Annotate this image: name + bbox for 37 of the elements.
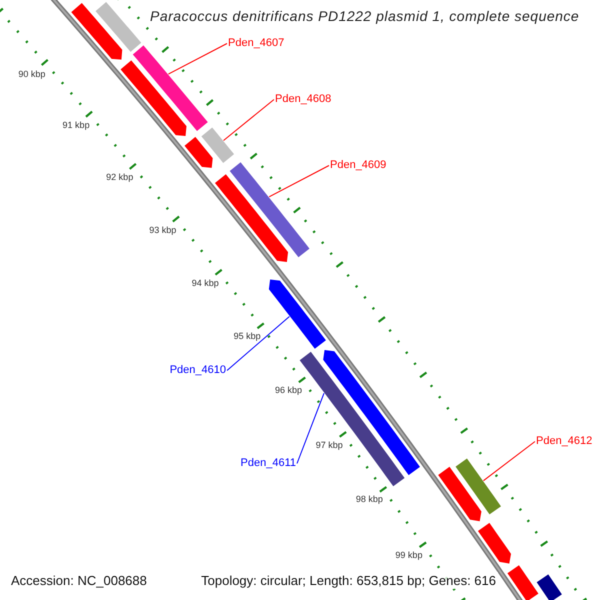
gene-segment	[201, 127, 234, 164]
footer-text: Topology: circular; Length: 653,815 bp; Genes: 616	[199, 572, 498, 589]
scale-label: 96 kbp	[274, 385, 302, 396]
leader-line	[168, 43, 228, 75]
gene-segment	[507, 565, 538, 600]
leader-line	[482, 441, 536, 482]
scale-label: 93 kbp	[149, 224, 176, 235]
gene-segment	[96, 2, 142, 52]
leader-line	[226, 316, 290, 371]
scale-label: 98 kbp	[356, 494, 383, 504]
gene-segment	[456, 458, 501, 514]
gene-label: Pden_4611	[240, 457, 296, 470]
gene-segment	[120, 60, 186, 136]
leader-line	[268, 165, 330, 198]
gene-segment	[184, 136, 213, 168]
scale-label: 92 kbp	[106, 172, 134, 182]
gene-segment	[230, 162, 310, 258]
gene-label: Pden_4608	[275, 93, 332, 106]
gene-segment	[536, 574, 562, 600]
gene-label: Pden_4609	[330, 159, 386, 172]
leader-line	[223, 99, 274, 141]
gene-segment	[268, 279, 326, 349]
gene-segment	[214, 174, 288, 262]
scale-label: 91 kbp	[62, 120, 90, 130]
scale-label: 97 kbp	[316, 440, 343, 450]
gene-label: Pden_4610	[170, 364, 226, 377]
scale-label: 90 kbp	[18, 68, 46, 79]
leader-line	[296, 392, 324, 464]
gene-segment	[478, 522, 512, 564]
gene-segment	[438, 466, 482, 522]
gene-segment	[132, 45, 208, 132]
scale-label: 94 kbp	[192, 278, 219, 288]
scale-label: 99 kbp	[395, 550, 422, 560]
gene-label: Pden_4612	[536, 435, 592, 448]
gene-segment	[71, 2, 122, 60]
scale-label: 95 kbp	[234, 331, 261, 342]
gene-label: Pden_4607	[228, 37, 284, 50]
